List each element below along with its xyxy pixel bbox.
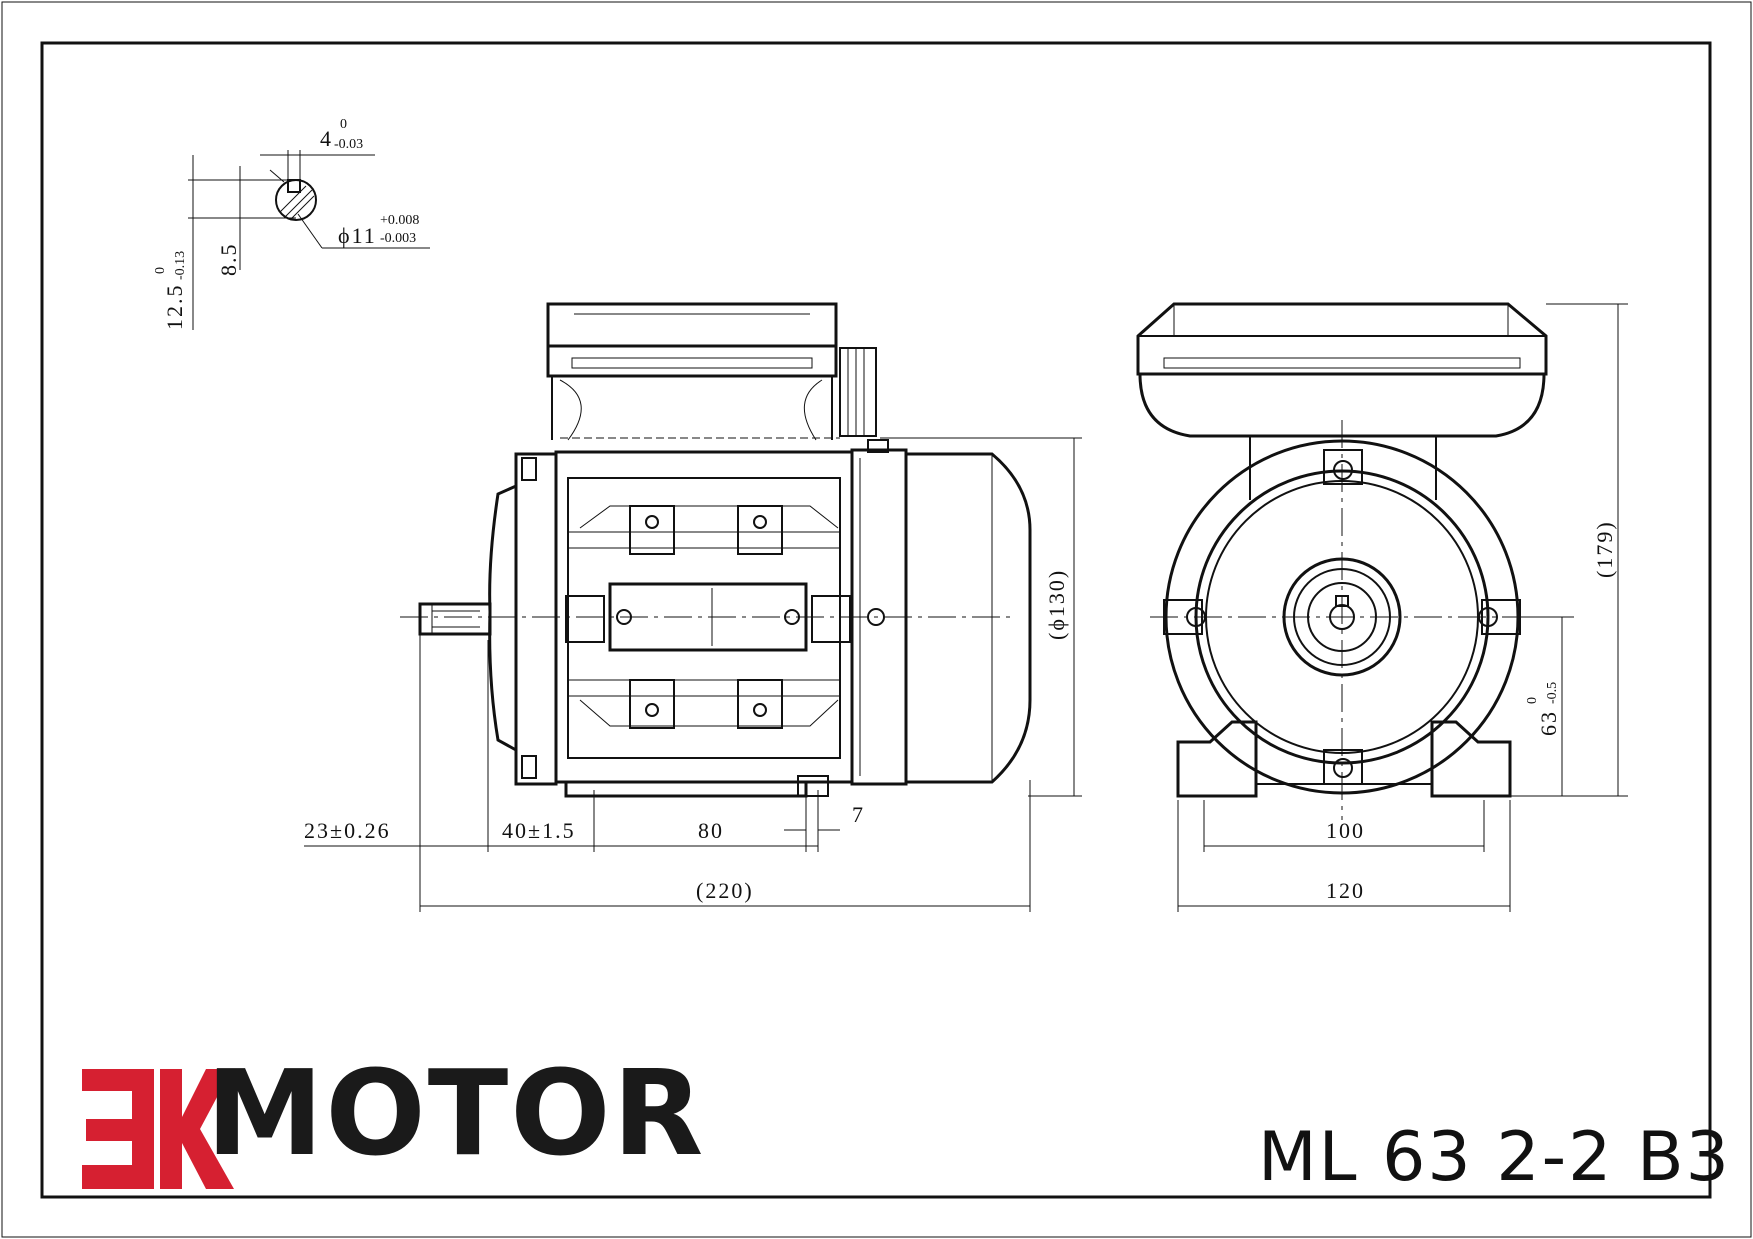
shaft-dia-upper: +0.008 — [380, 213, 419, 228]
key-width-lower: -0.03 — [334, 137, 363, 152]
front-center-height-upper: 0 — [1525, 697, 1540, 704]
shaft-length-label: 23±0.26 — [304, 818, 391, 843]
key-detail: 4 0 -0.03 ϕ11 +0.008 -0.003 8.5 12.5 0 -… — [153, 117, 430, 330]
shaft-height-label: 12.5 — [162, 284, 187, 331]
ek-logo-mark — [82, 1069, 234, 1189]
inner-frame — [40, 41, 1712, 1199]
side-diameter-label: (ϕ130) — [1044, 569, 1069, 640]
brand-name: MOTOR — [206, 1044, 705, 1182]
foot-slot-label: 7 — [852, 802, 865, 827]
front-center-height-label: 63 — [1536, 710, 1561, 736]
front-hole-spacing-label: 100 — [1326, 818, 1365, 843]
shaft-dia-lower: -0.003 — [380, 231, 416, 246]
flange-offset-label: 40±1.5 — [502, 818, 576, 843]
shaft-height-lower: -0.13 — [173, 251, 188, 280]
front-height-label: (179) — [1592, 520, 1617, 578]
front-foot-width-label: 120 — [1326, 878, 1365, 903]
shaft-height-upper: 0 — [153, 267, 168, 274]
key-width-upper: 0 — [340, 117, 347, 132]
front-view: (179) 63 0 -0.5 100 120 — [1136, 302, 1628, 912]
foot-spacing-label: 80 — [698, 818, 724, 843]
side-view: (ϕ130) 23±0.26 40±1.5 80 7 (220) — [304, 302, 1082, 912]
front-center-height-lower: -0.5 — [1545, 682, 1560, 704]
brand-logo: MOTOR — [82, 1044, 705, 1189]
key-width-label: 4 — [320, 126, 333, 151]
shaft-dia-label: ϕ11 — [338, 223, 377, 248]
key-depth-label: 8.5 — [216, 243, 241, 277]
total-length-label: (220) — [696, 878, 754, 903]
model-number: ML 63 2-2 B3 — [1258, 1118, 1731, 1197]
